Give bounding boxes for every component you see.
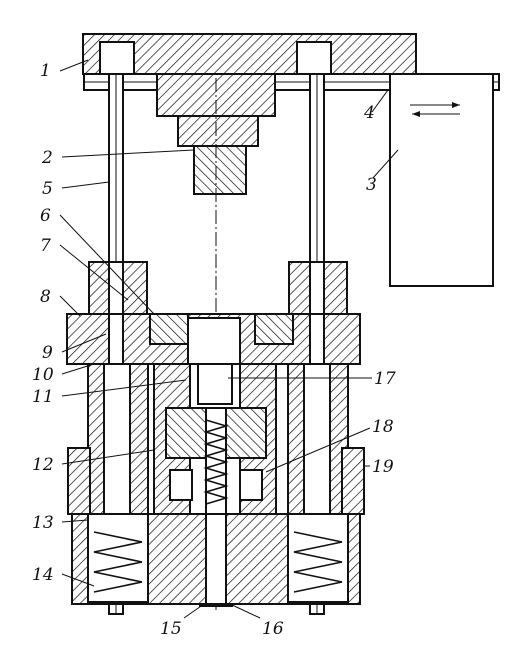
label-3: 3 bbox=[366, 175, 377, 195]
label-4: 4 bbox=[363, 103, 375, 123]
label-7: 7 bbox=[40, 236, 51, 256]
slide-bar-and-block bbox=[389, 73, 494, 287]
label-17: 17 bbox=[374, 369, 396, 389]
label-9: 9 bbox=[42, 343, 53, 363]
label-16: 16 bbox=[262, 619, 284, 639]
label-15: 15 bbox=[160, 619, 182, 639]
label-11: 11 bbox=[32, 387, 54, 407]
leader-lines bbox=[59, 59, 399, 619]
retainer-blocks bbox=[67, 447, 365, 515]
base-plate bbox=[71, 513, 361, 605]
label-14: 14 bbox=[32, 565, 54, 585]
punch-assembly bbox=[156, 73, 276, 610]
label-18: 18 bbox=[372, 417, 394, 437]
label-13: 13 bbox=[32, 513, 54, 533]
label-5: 5 bbox=[42, 179, 53, 199]
pillar-bosses bbox=[88, 261, 348, 317]
label-2: 2 bbox=[41, 148, 53, 168]
label-19: 19 bbox=[372, 457, 394, 477]
label-6: 6 bbox=[40, 206, 51, 226]
stripper-plate bbox=[66, 313, 361, 365]
label-12: 12 bbox=[32, 455, 54, 475]
label-10: 10 bbox=[32, 365, 54, 385]
label-8: 8 bbox=[40, 287, 51, 307]
label-1: 1 bbox=[40, 61, 51, 81]
